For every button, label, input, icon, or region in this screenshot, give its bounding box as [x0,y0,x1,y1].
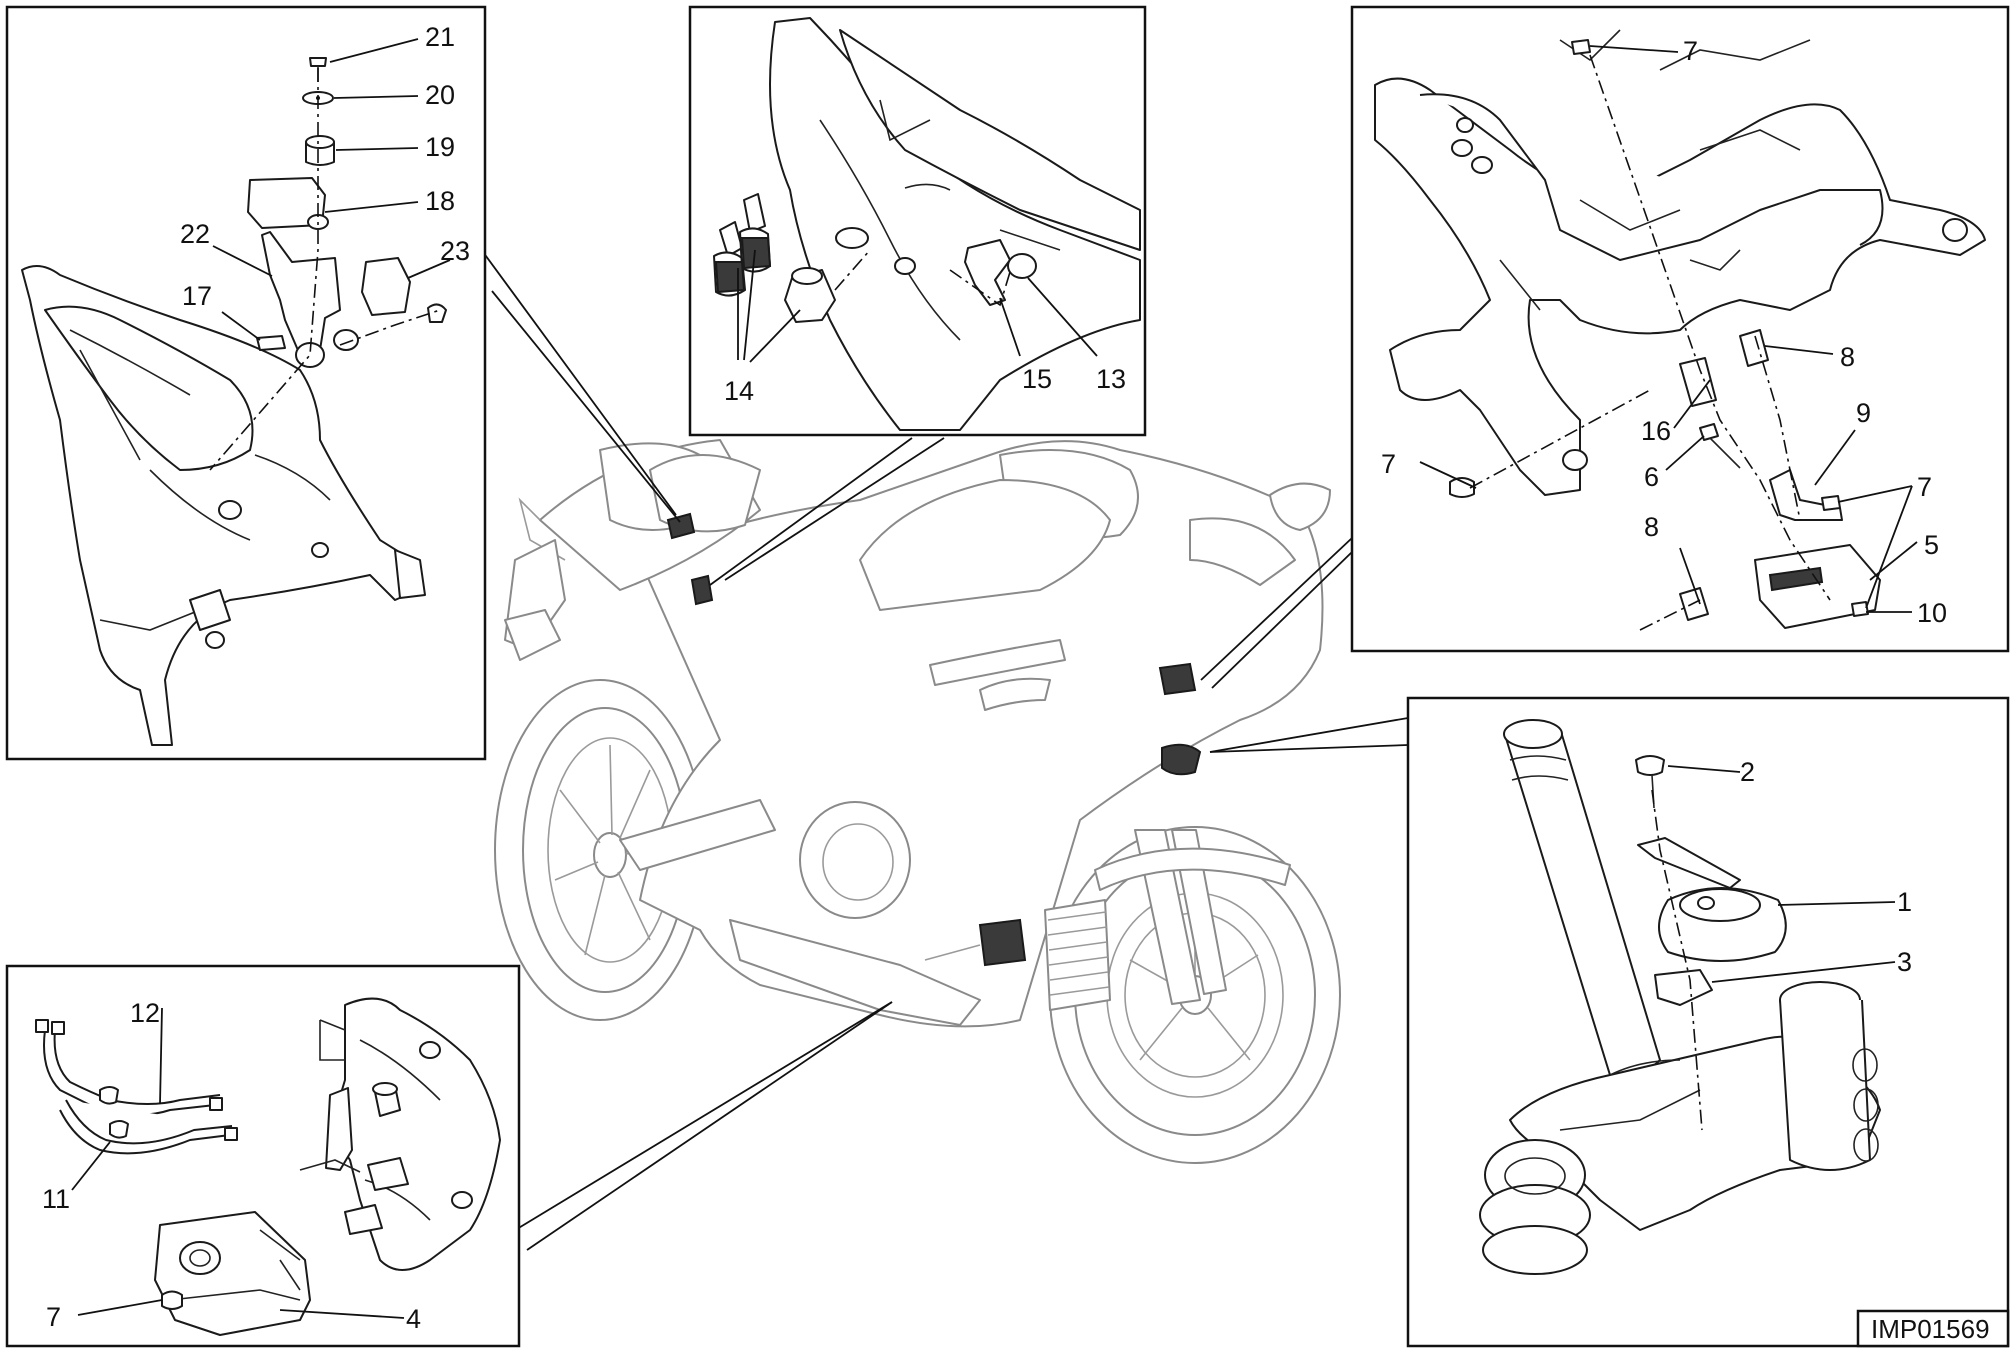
motorcycle-drawing [494,439,1341,1164]
callout-22: 22 [180,219,210,249]
horn-panel: 2 1 3 IMP01569 [1406,696,2010,1348]
inset-connector-lines [482,251,1409,1251]
callout-20: 20 [425,80,455,110]
frame-control-unit-panel: 7 8 16 9 7 6 7 8 5 10 [1350,5,2010,653]
drawing-code-box [1856,1309,2010,1348]
callout-7-top: 7 [1683,36,1698,66]
callout-10: 10 [1917,598,1947,628]
callout-4: 4 [406,1304,421,1334]
callout-7-valve: 7 [46,1302,61,1332]
callout-14: 14 [724,376,754,406]
callout-3: 3 [1897,947,1912,977]
callout-7-right: 7 [1917,472,1932,502]
callout-6: 6 [1644,462,1659,492]
callout-7-left: 7 [1381,449,1396,479]
callout-11: 11 [42,1184,70,1214]
tail-sensor-location [666,512,696,540]
callout-19: 19 [425,132,455,162]
callout-5: 5 [1924,530,1939,560]
callout-16: 16 [1641,416,1671,446]
valve-location [978,918,1027,967]
horn-location [1161,743,1202,776]
callout-23: 23 [440,236,470,266]
callout-13: 13 [1096,364,1126,394]
callout-21: 21 [425,22,455,52]
callout-9: 9 [1856,398,1871,428]
exhaust-valve-panel: 12 11 7 4 [5,964,521,1348]
ignition-panel: 14 15 13 [688,5,1147,437]
tail-sensor-panel: 21 20 19 18 22 23 17 [5,5,487,761]
callout-8-upper: 8 [1840,342,1855,372]
control-unit-location [1158,662,1197,696]
callout-18: 18 [425,186,455,216]
ignition-location [690,574,714,606]
callout-1: 1 [1897,887,1912,917]
callout-17: 17 [182,281,212,311]
callout-15: 15 [1022,364,1052,394]
drawing-code: IMP01569 [1871,1314,1990,1344]
callout-12: 12 [130,998,160,1028]
callout-2: 2 [1740,757,1755,787]
callout-8-lower: 8 [1644,512,1659,542]
